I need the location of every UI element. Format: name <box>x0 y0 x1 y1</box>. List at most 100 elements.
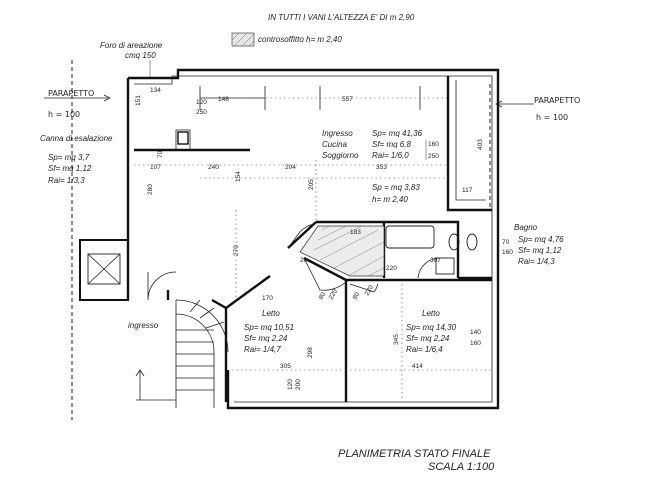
dim-120b: 120 <box>287 379 294 390</box>
bagno-rai: Rai= 1/4,3 <box>518 257 555 266</box>
bidet <box>466 233 478 251</box>
dim-20: 20 <box>300 257 308 264</box>
main-room-window-w: 160 <box>428 141 439 148</box>
letto1-sp: Sp= mq 10,51 <box>244 323 294 332</box>
bagno-name: Bagno <box>514 223 538 232</box>
left-room-sp: Sp= mq 3,7 <box>48 153 90 162</box>
pier-detail <box>455 80 486 201</box>
letto2-rai: Rai= 1/6,4 <box>406 345 443 354</box>
dim-148: 148 <box>218 96 229 103</box>
letto1-sf: Sf= mq 2,24 <box>244 334 288 343</box>
bagno-sp: Sp= mq 4,76 <box>518 235 564 244</box>
dim-154: 154 <box>235 171 242 182</box>
dim-134: 134 <box>150 87 161 94</box>
door-ingresso <box>147 271 177 301</box>
dim-204: 204 <box>285 164 296 171</box>
parapetto-right-arrow <box>495 100 534 108</box>
letto2-sp: Sp= mq 14,30 <box>406 323 457 332</box>
dim-240: 240 <box>208 164 219 171</box>
parapetto-left-arrow <box>44 94 111 102</box>
hall-height: h= m 2,40 <box>372 195 408 204</box>
bathtub <box>385 225 435 249</box>
lift-shaft <box>79 239 129 301</box>
stair-arrow <box>135 369 176 401</box>
door-hall <box>287 223 315 249</box>
dim-557: 557 <box>342 96 353 103</box>
dim-345: 345 <box>393 334 400 345</box>
main-room-name2: Cucina <box>322 140 347 149</box>
main-room-rai: Rai= 1/6,0 <box>372 151 409 160</box>
dim-307: 307 <box>430 257 441 264</box>
lift-cross <box>87 253 121 285</box>
dim-117: 117 <box>462 187 473 194</box>
dim-353: 353 <box>376 164 387 171</box>
dim-298: 298 <box>307 347 314 358</box>
parapetto-right-height: h = 100 <box>536 113 568 122</box>
dim-220c: 220 <box>364 284 376 297</box>
north-east-pier <box>446 76 492 212</box>
main-room-name1: Ingresso <box>322 129 353 138</box>
dim-200: 200 <box>295 379 302 390</box>
dim-205: 205 <box>308 179 315 190</box>
main-room-sf: Sf= mq 6,8 <box>372 140 411 149</box>
bagno-sf: Sf= mq 1,12 <box>518 246 562 255</box>
parapetto-left: PARAPETTO <box>48 89 94 98</box>
letto1-rai: Rai= 1/4,7 <box>244 345 281 354</box>
bagno-window-h: 160 <box>502 249 513 256</box>
kitchen-wall-inner <box>175 129 191 150</box>
dim-250: 250 <box>196 109 207 116</box>
letto2-name: Letto <box>422 309 440 318</box>
letto1-name: Letto <box>262 309 280 318</box>
dim-80a: 80 <box>318 291 328 301</box>
window-top <box>199 86 266 110</box>
parapetto-left-height: h = 100 <box>48 110 80 119</box>
foro-label: Foro di areazione <box>100 41 163 50</box>
hall-diagonal <box>224 221 347 402</box>
dim-403: 403 <box>477 139 484 150</box>
letto2-window-h: 160 <box>470 340 481 347</box>
dim-80b: 80 <box>352 291 362 301</box>
left-room-rai: Rai= 1/3,3 <box>48 176 85 185</box>
spiral-stair <box>175 299 229 408</box>
outer-wall-top <box>126 68 500 410</box>
legend-hatch-lines <box>231 32 255 47</box>
hall-sp: Sp = mq 3,83 <box>372 183 420 192</box>
dim-151: 151 <box>135 95 142 106</box>
main-room-sp: Sp= mq 41,36 <box>372 129 423 138</box>
legend-label: controsoffitto h= m 2,40 <box>258 35 342 44</box>
canna-label: Canna di esalazione <box>40 134 113 143</box>
dim-414: 414 <box>412 363 423 370</box>
ingresso-label: ingresso <box>128 321 159 330</box>
bagno-window-w: 70 <box>502 239 510 246</box>
letto2-window-w: 140 <box>470 329 481 336</box>
bedroom-walls <box>344 278 492 402</box>
washbasin <box>435 257 455 275</box>
main-room-name3: Soggiorno <box>322 151 359 160</box>
toilet <box>448 233 460 251</box>
parapetto-right: PARAPETTO <box>534 96 580 105</box>
bath-wall <box>382 222 492 280</box>
letto2-sf: Sf= mq 2,24 <box>406 334 450 343</box>
dim-183: 183 <box>350 229 361 236</box>
foro-size: cmq 150 <box>125 51 156 60</box>
dim-170: 170 <box>262 295 273 302</box>
lift-car <box>87 253 121 285</box>
stair-wall <box>166 290 227 310</box>
height-note: IN TUTTI I VANI L'ALTEZZA E' DI m 2,90 <box>268 13 415 22</box>
dim-270: 270 <box>233 245 240 256</box>
dim-305: 305 <box>280 363 291 370</box>
dim-220b: 220 <box>328 288 340 301</box>
false-ceiling-hatch <box>313 225 385 277</box>
dim-120: 120 <box>196 99 207 106</box>
main-room-window-h: 250 <box>428 153 439 160</box>
door-bagno <box>417 257 441 279</box>
dim-107: 107 <box>150 164 161 171</box>
left-room-sf: Sf= mq 1,12 <box>48 164 92 173</box>
plan-title: PLANIMETRIA STATO FINALE <box>338 448 491 460</box>
plan-scale: SCALA 1:100 <box>428 461 495 473</box>
outer-wall-inner-top <box>134 75 493 403</box>
flue <box>177 131 189 145</box>
hall-wall-top <box>316 220 460 278</box>
door-letto2 <box>349 283 379 293</box>
